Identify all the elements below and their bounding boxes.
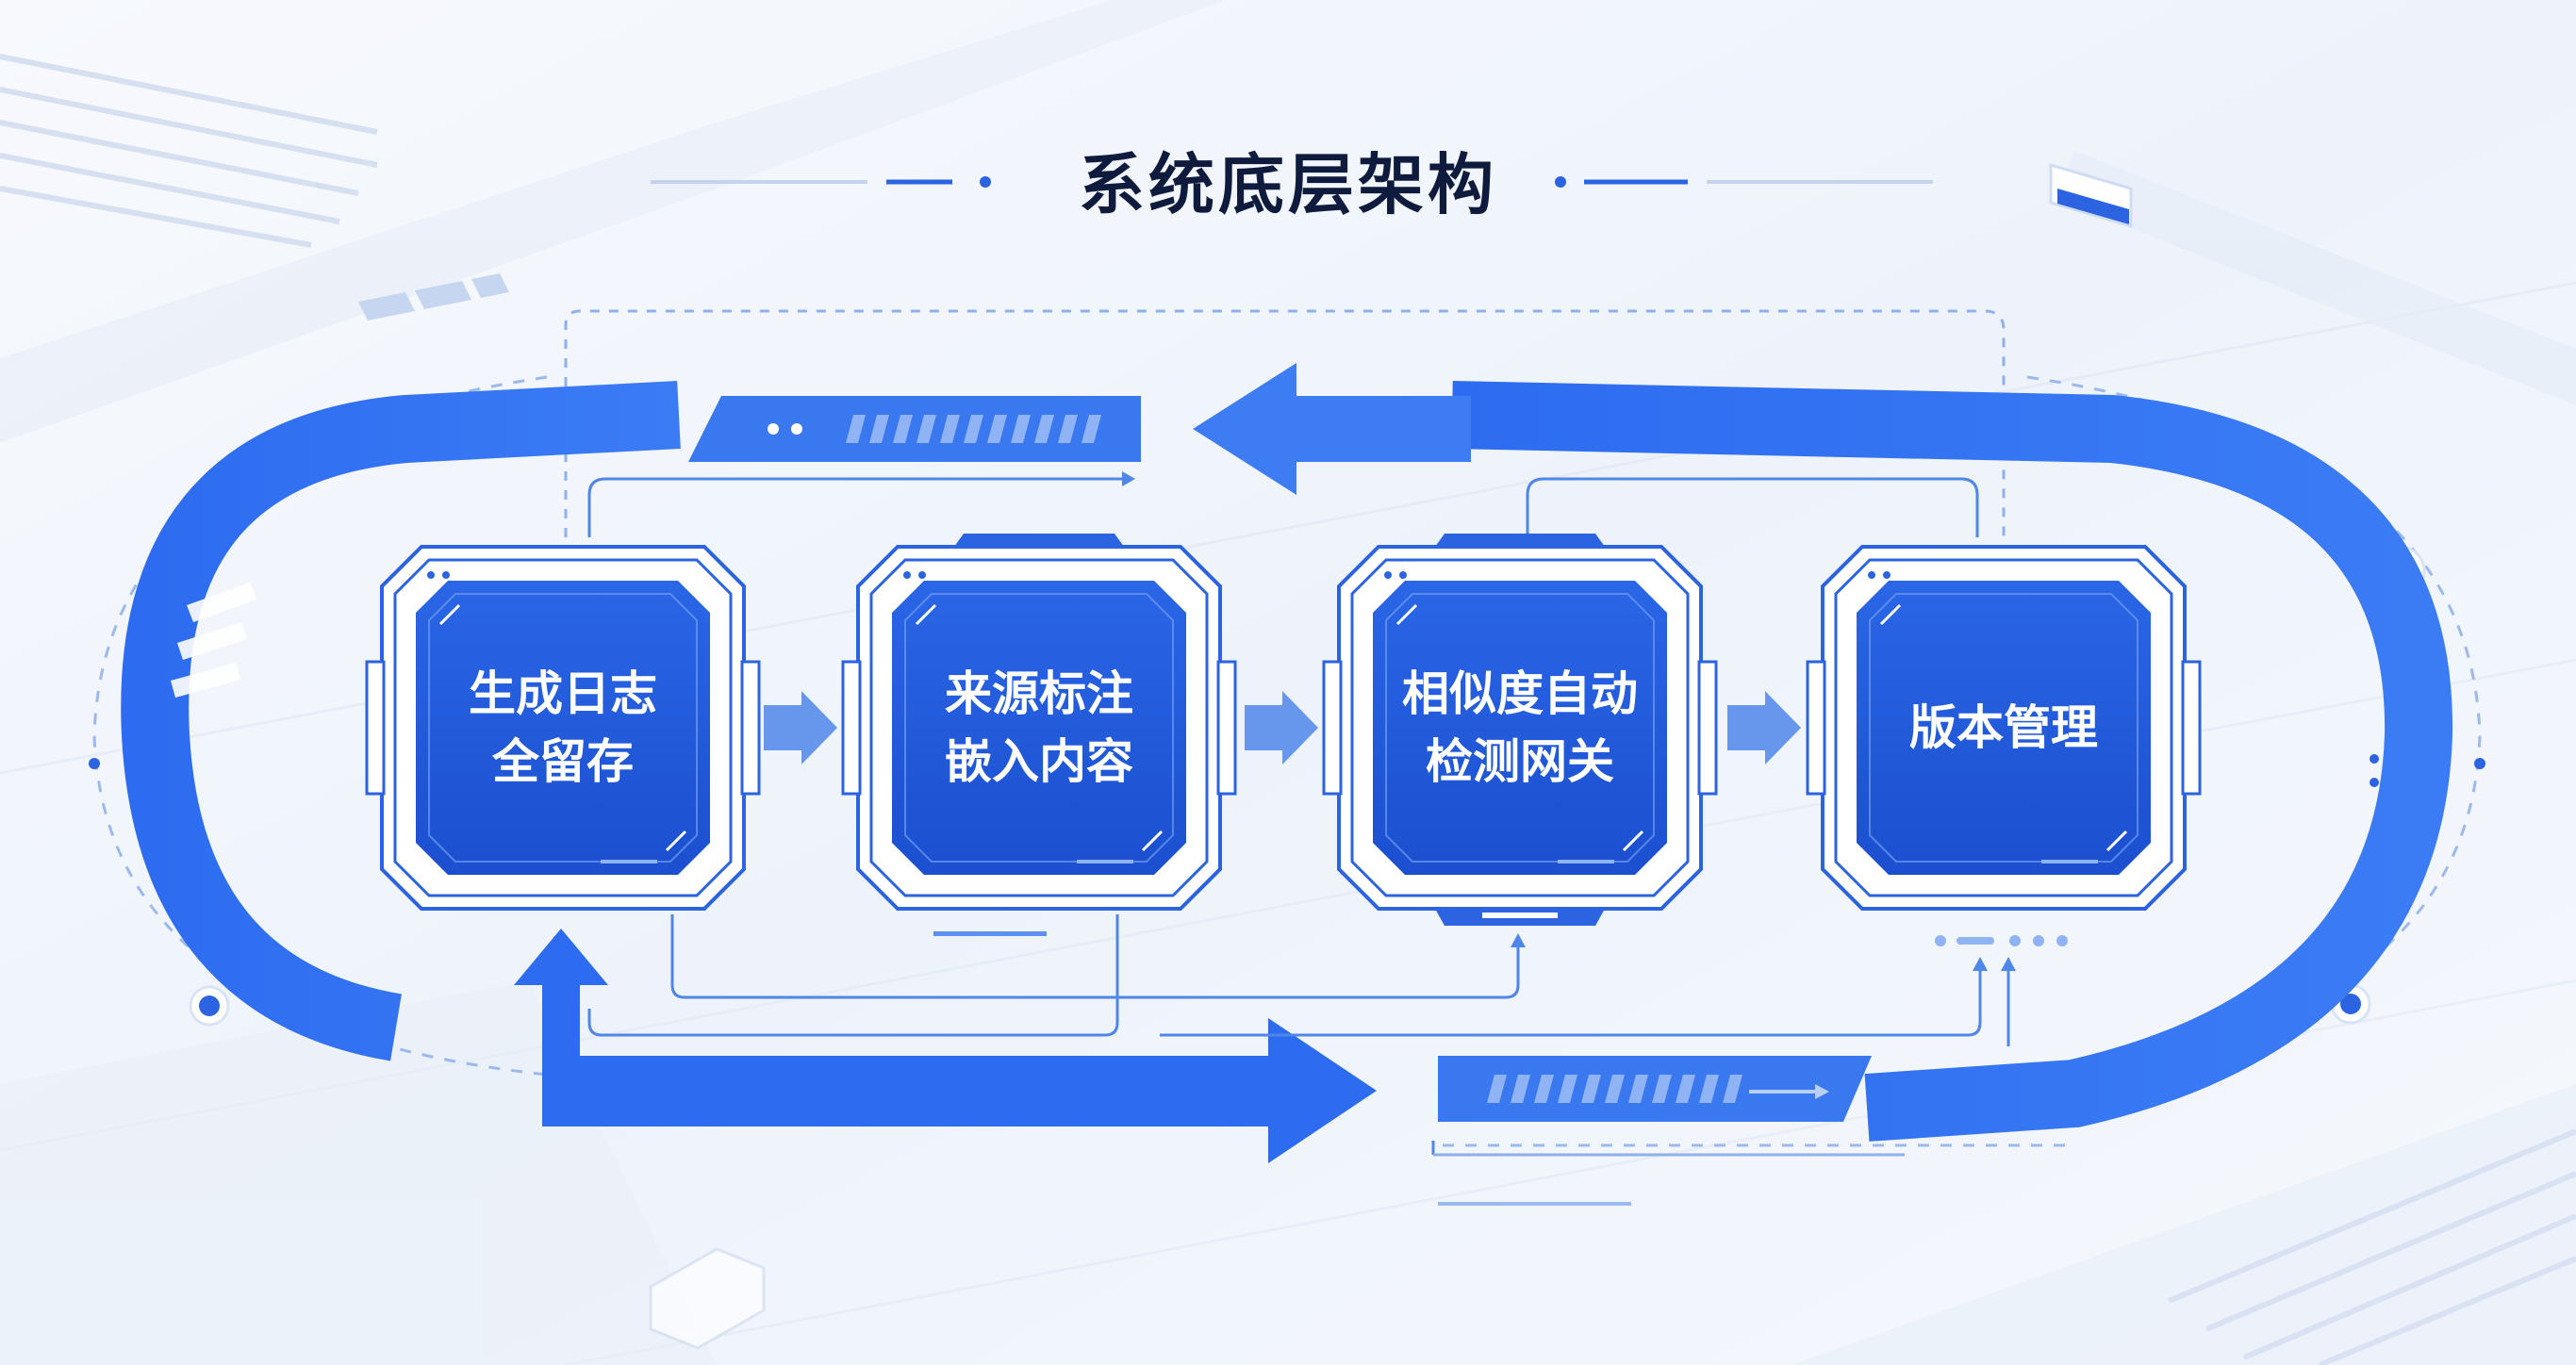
node-label-log-retention: 生成日志 全留存 [469, 666, 657, 789]
process-nodes [365, 534, 2202, 926]
loop-track [121, 381, 2453, 1142]
chevron-right-icon [1727, 691, 1801, 765]
arrow-left-icon [1193, 363, 1471, 495]
bottom-flow-arrow [514, 929, 1377, 1163]
loop-stripes-left [171, 583, 256, 698]
process-node [1806, 545, 2202, 911]
process-node [365, 545, 761, 911]
node-chevrons [764, 691, 1801, 765]
ring-dots [89, 754, 2485, 787]
decor-stripes-top-left [0, 54, 378, 248]
page-title: 系统底层架构 [1079, 146, 1497, 223]
title-decoration-right [1555, 176, 1933, 188]
decor-corner-panel-top-right [2049, 162, 2133, 229]
process-node [841, 534, 1237, 911]
arrow-right-icon [1268, 1018, 1377, 1163]
decor-box-bottom [649, 1247, 766, 1350]
bottom-band [1438, 1056, 1872, 1122]
decor-stripes-bottom-right [2167, 1128, 2576, 1365]
chevron-right-icon [1245, 691, 1318, 765]
title-decoration-left [651, 176, 991, 188]
connector-lines [587, 471, 2016, 1157]
decor-dashes-left [358, 273, 509, 321]
dashed-connector-top [564, 309, 2006, 537]
top-band [688, 396, 1141, 462]
dotted-marks [933, 931, 2068, 1206]
node-label-source-annotation: 来源标注 嵌入内容 [945, 666, 1133, 789]
node-label-similarity-gateway: 相似度自动 检测网关 [1402, 666, 1638, 789]
process-node [1322, 534, 1718, 926]
node-label-version-management: 版本管理 [1909, 700, 2098, 755]
arrow-up-icon [514, 929, 1278, 1127]
chevron-right-icon [764, 691, 837, 765]
